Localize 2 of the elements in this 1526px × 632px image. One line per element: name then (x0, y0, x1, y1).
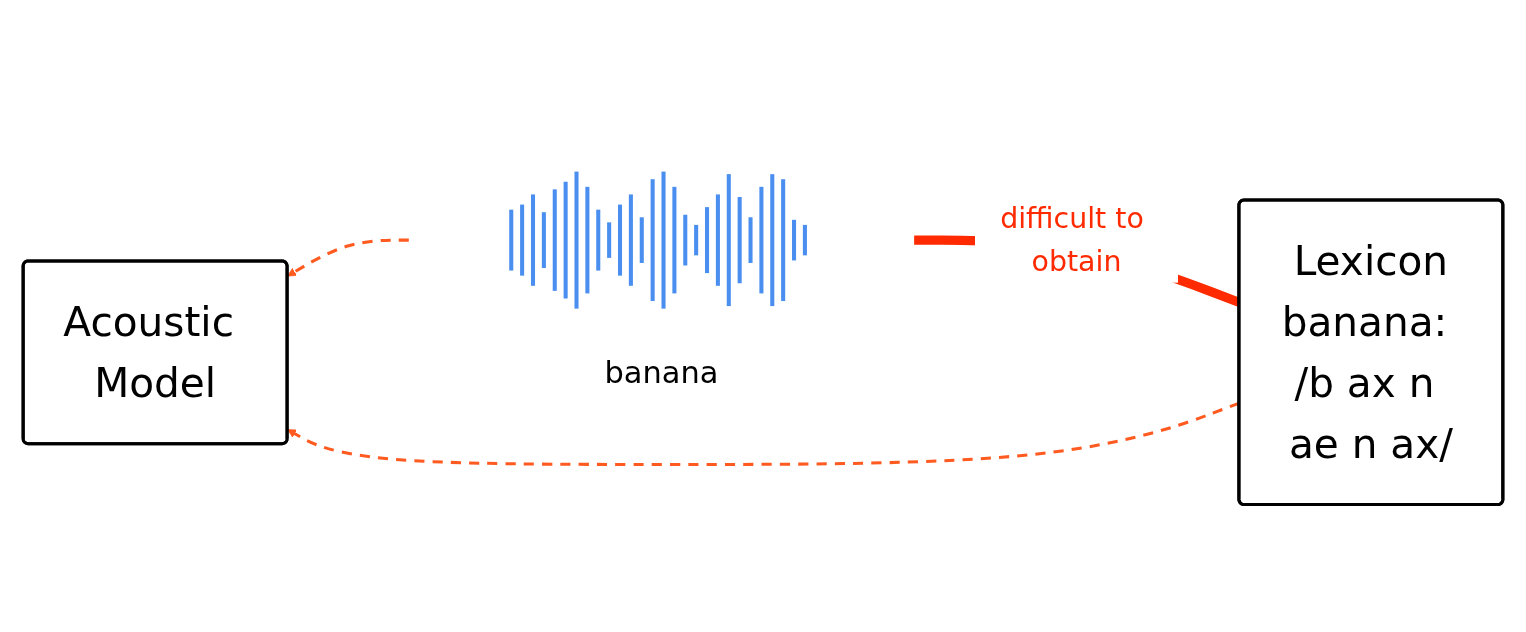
edge-label: difficult to obtain (1000, 201, 1144, 278)
node-label: banana (604, 355, 719, 391)
